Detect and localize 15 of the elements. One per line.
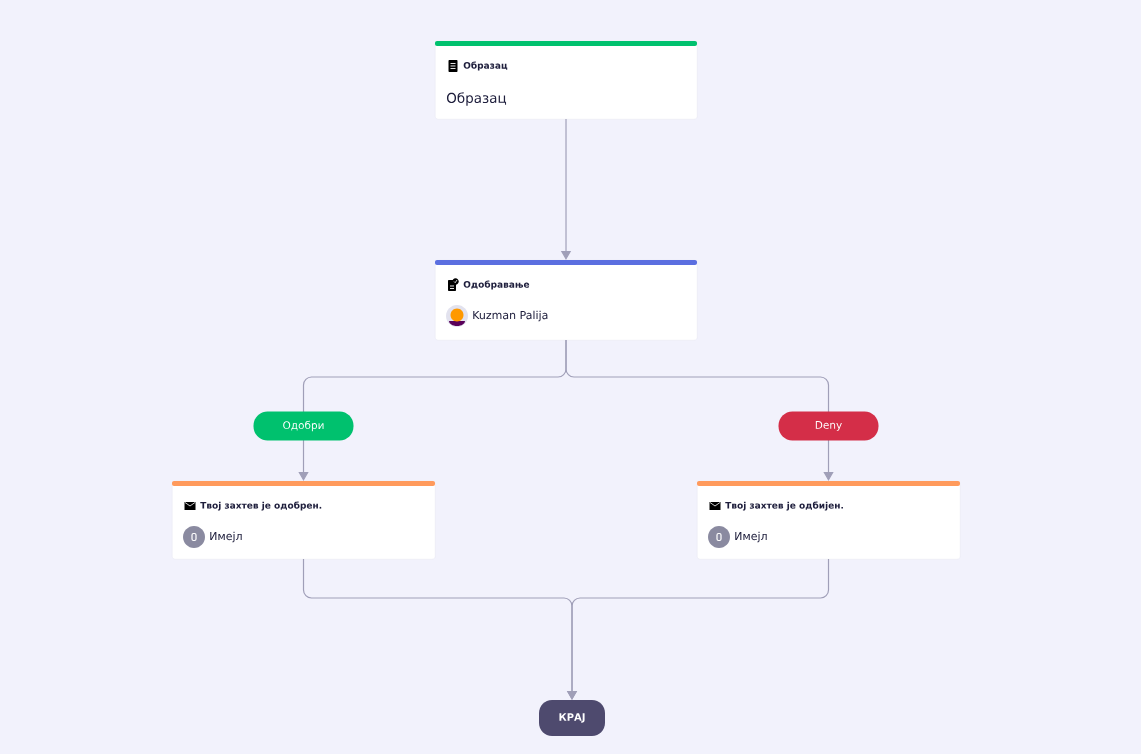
card xyxy=(435,41,698,120)
card-body: Kuzman Palija xyxy=(473,310,548,322)
card-body: Имејл xyxy=(210,531,242,543)
card-body: Образац xyxy=(446,92,507,106)
card xyxy=(172,481,436,560)
card-heading: Одобравање xyxy=(463,280,530,290)
card xyxy=(697,481,961,560)
arrow xyxy=(565,339,834,481)
edge-label: Одобри xyxy=(253,411,354,441)
edge-label: Deny xyxy=(778,411,879,441)
card xyxy=(435,260,698,341)
card-heading: Твој захтев је одбијен. xyxy=(725,501,843,511)
card-heading: Образац xyxy=(463,61,508,71)
card-heading: Твој захтев је одобрен. xyxy=(200,501,322,511)
card-body: Имејл xyxy=(735,531,767,543)
